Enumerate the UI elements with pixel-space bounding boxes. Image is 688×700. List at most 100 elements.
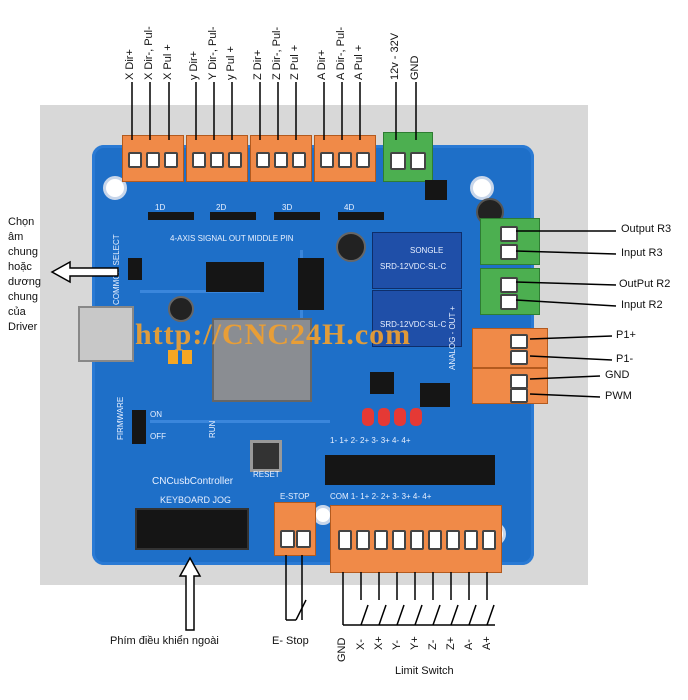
note-line: dương [8,276,41,288]
estop-caption: E- Stop [272,635,309,647]
usb-connector [78,306,134,362]
reset-button [250,440,282,472]
watermark-text: http://CNC24H.com [135,318,412,351]
terminal-screw [164,152,178,168]
label-y-dir-plus: y Dir+ [188,50,200,80]
limit-pin-y-plus: Y+ [409,636,421,650]
note-line: âm [8,231,24,243]
axis-id-silk: 4D [344,203,355,212]
keyboard-jog-header [135,508,249,550]
pin-header [148,212,194,220]
relay-text: SRD-12VDC-SL-C [380,262,447,271]
terminal-screw [464,530,478,550]
optocoupler-array [298,258,324,310]
terminal-screw [482,530,496,550]
pin-header [274,212,320,220]
axis-id-silk: 2D [216,203,227,212]
terminal-screw [292,152,306,168]
terminal-screw [500,294,518,310]
terminal-screw [390,152,406,170]
pcb-trace [300,250,303,370]
label-input-r2: Input R2 [621,299,663,311]
axis-id-silk: 1D [155,203,166,212]
estop-silk: E-STOP [280,492,310,501]
limit-switch-caption: Limit Switch [395,665,454,677]
terminal-screw [410,152,426,170]
pcb-trace [150,420,330,423]
note-line: chung [8,246,38,258]
terminal-screw [510,388,528,403]
jumper-cap [168,350,178,364]
terminal-screw [210,152,224,168]
terminal-screw [500,226,518,242]
jumper-cap [182,350,192,364]
terminal-screw [146,152,160,168]
terminal-screw [510,350,528,365]
terminal-screw [392,530,406,550]
terminal-screw [500,244,518,260]
limit-pin-x-plus: X+ [373,636,385,650]
pin-header [210,212,256,220]
label-x-pul-plus: X Pul + [162,44,174,80]
label-x-dir-plus: X Dir+ [124,49,136,80]
ic-chip [420,383,450,407]
capacitor [168,296,194,322]
terminal-screw [280,530,295,548]
limit-pin-z-minus: Z- [427,639,439,650]
limit-pin-x-minus: X- [355,639,367,650]
ic-chip [370,372,394,394]
label-gnd-power: GND [409,55,421,80]
board-name-silk: CNCusbController [152,476,234,487]
terminal-screw [510,334,528,349]
on-silk: ON [150,410,162,419]
terminal-screw [500,277,518,293]
terminal-screw [446,530,460,550]
label-a-dir-minus: A Dir-, Pul- [335,26,347,80]
microcontroller [212,318,312,402]
pcb-trace [140,290,260,293]
mounting-hole [470,176,494,200]
voltage-regulator [425,180,447,200]
terminal-screw [410,530,424,550]
label-z-dir-minus: Z Dir-, Pul- [271,26,283,80]
terminal-screw [338,152,352,168]
terminal-screw [374,530,388,550]
led-red [410,408,422,426]
relay-r2 [372,290,462,347]
axis-header-silk: 4-AXIS SIGNAL OUT MIDDLE PIN [170,234,294,243]
terminal-screw [192,152,206,168]
note-line: của [8,306,26,318]
terminal-screw [356,152,370,168]
note-line: Chọn [8,216,35,228]
limit-pin-z-plus: Z+ [445,636,457,650]
ic-chip [206,262,264,292]
terminal-screw [320,152,334,168]
limit-pin-a-minus: A- [463,639,475,650]
off-silk: OFF [150,432,166,441]
label-output-r3: Output R3 [621,223,672,235]
terminal-screw [274,152,288,168]
label-z-pul-plus: Z Pul + [289,44,301,80]
label-p1-plus: P1+ [616,329,636,341]
terminal-screw [228,152,242,168]
led-red [378,408,390,426]
led-red [394,408,406,426]
pin-header [338,212,384,220]
input-optocouplers [325,455,495,485]
keyboard-jog-silk: KEYBOARD JOG [160,495,232,505]
label-a-pul-plus: A Pul + [353,44,365,80]
terminal-screw [256,152,270,168]
terminal-screw [428,530,442,550]
axis-id-silk: 3D [282,203,293,212]
firmware-switch [132,410,146,444]
label-y-dir-minus: Y Dir-, Pul- [207,26,219,80]
led-red [362,408,374,426]
label-x-dir-minus: X Dir-, Pul- [143,26,155,80]
keyboard-caption: Phím điều khiển ngoài [110,635,219,647]
label-gnd-spindle: GND [605,369,630,381]
reset-silk: RESET [253,470,280,479]
io-row-silk: 1- 1+ 2- 2+ 3- 3+ 4- 4+ [330,436,411,445]
label-a-dir-plus: A Dir+ [316,49,328,80]
relay-r3 [372,232,462,289]
